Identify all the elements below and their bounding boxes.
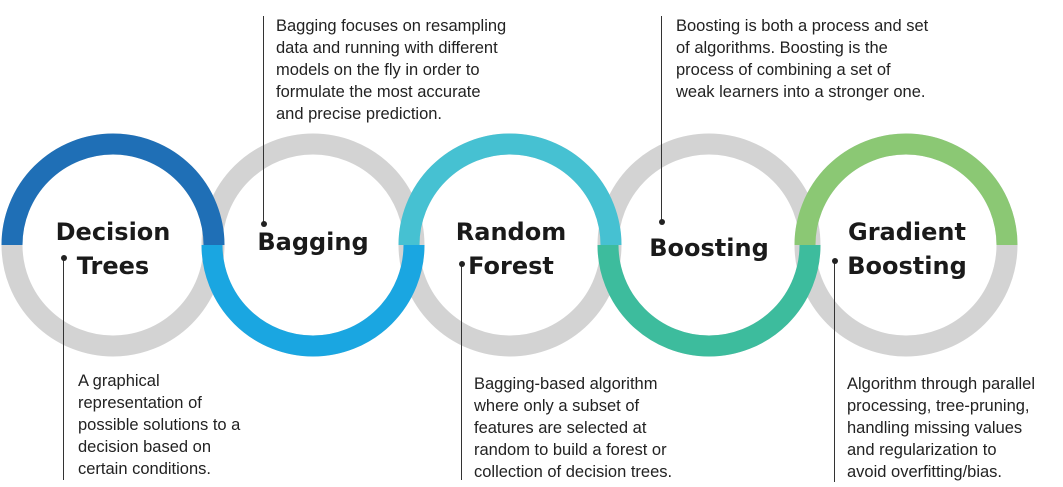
title-line: Boosting: [847, 252, 967, 280]
description-line: process of combining a set of: [676, 61, 891, 79]
description-line: Bagging-based algorithm: [474, 375, 658, 393]
title-line: Random: [455, 218, 567, 246]
connector-dot-gradient-boosting: [831, 258, 838, 264]
connector-dot-boosting: [658, 219, 665, 225]
description-line: representation of: [78, 394, 202, 412]
description-random-forest: Bagging-based algorithm where only a sub…: [474, 373, 672, 483]
connector-dot-random-forest: [458, 261, 465, 267]
title-random-forest: Random Forest: [426, 215, 596, 283]
title-line: Gradient: [848, 218, 966, 246]
connector-dot-bagging: [260, 221, 267, 227]
ring-arc-boosting: [597, 244, 821, 357]
description-gradient-boosting: Algorithm through parallel processing, t…: [847, 373, 1035, 483]
description-line: certain conditions.: [78, 460, 211, 478]
title-line: Decision: [55, 218, 171, 246]
description-line: A graphical: [78, 372, 160, 390]
ring-arc-bagging: [201, 244, 425, 357]
description-line: of algorithms. Boosting is the: [676, 39, 888, 57]
title-line: Trees: [76, 252, 150, 280]
description-line: where only a subset of: [474, 397, 640, 415]
connector-dot-decision-trees: [60, 255, 67, 261]
description-line: possible solutions to a: [78, 416, 241, 434]
title-gradient-boosting: Gradient Boosting: [822, 215, 992, 283]
title-line: Bagging: [257, 228, 369, 256]
description-line: features are selected at: [474, 419, 647, 437]
description-line: weak learners into a stronger one.: [676, 83, 926, 101]
description-line: handling missing values: [847, 419, 1023, 437]
description-line: avoid overfitting/bias.: [847, 463, 1003, 481]
description-line: decision based on: [78, 438, 212, 456]
description-line: collection of decision trees.: [474, 463, 673, 481]
description-decision-trees: A graphical representation of possible s…: [78, 370, 240, 480]
description-line: and regularization to: [847, 441, 997, 459]
description-line: processing, tree-pruning,: [847, 397, 1030, 415]
description-line: data and running with different: [276, 39, 498, 57]
description-bagging: Bagging focuses on resampling data and r…: [276, 15, 506, 125]
connector-line-boosting: [661, 16, 662, 224]
ring-arc-gradient-boosting: [794, 133, 1018, 246]
connector-line-decision-trees: [63, 258, 64, 480]
description-line: Bagging focuses on resampling: [276, 17, 507, 35]
description-line: formulate the most accurate: [276, 83, 481, 101]
description-line: random to build a forest or: [474, 441, 667, 459]
title-line: Forest: [468, 252, 554, 280]
title-line: Boosting: [649, 234, 769, 262]
ring-arc-decision-trees: [1, 133, 225, 246]
description-line: models on the fly in order to: [276, 61, 480, 79]
connector-line-bagging: [263, 16, 264, 226]
description-line: Algorithm through parallel: [847, 375, 1036, 393]
description-line: Boosting is both a process and set: [676, 17, 929, 35]
description-line: and precise prediction.: [276, 105, 443, 123]
description-boosting: Boosting is both a process and set of al…: [676, 15, 928, 103]
connector-line-gradient-boosting: [834, 261, 835, 482]
title-decision-trees: Decision Trees: [28, 215, 198, 283]
connector-line-random-forest: [461, 264, 462, 480]
title-boosting: Boosting: [624, 231, 794, 265]
title-bagging: Bagging: [228, 225, 398, 259]
ring-arc-random-forest: [398, 133, 622, 246]
